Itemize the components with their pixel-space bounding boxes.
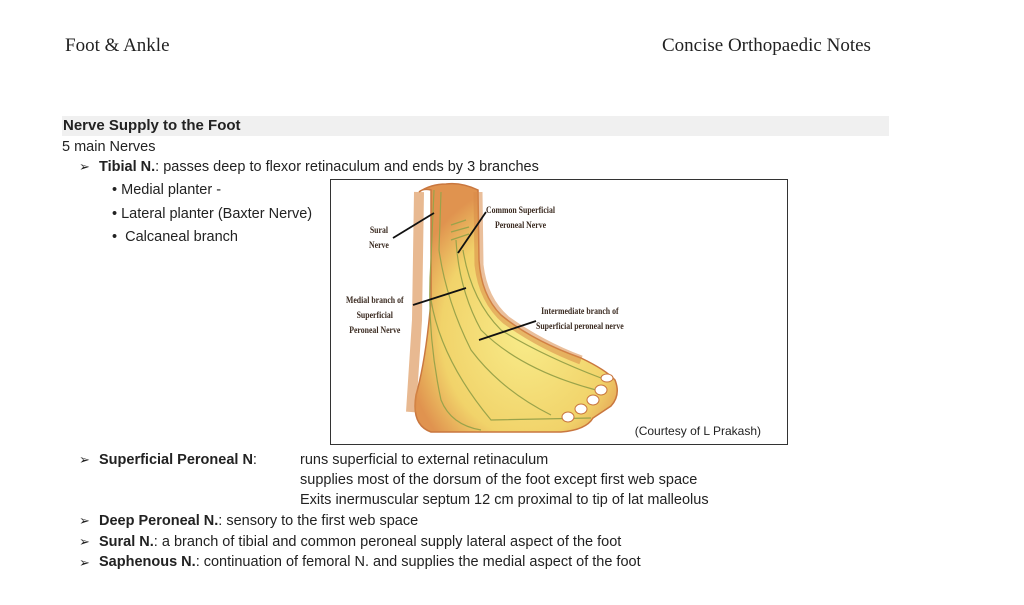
tibial-item: Tibial N.: passes deep to flexor retinac… [99, 158, 539, 176]
figure-caption: (Courtesy of L Prakash) [634, 424, 761, 438]
branch-item: • Calcaneal branch [112, 228, 238, 246]
superficial-line: runs superficial to external retinaculum [300, 452, 549, 468]
sural-item: Sural N.: a branch of tibial and common … [99, 534, 622, 550]
arrow-bullet-icon: ➢ [79, 555, 90, 570]
dot-bullet-icon: • [112, 182, 118, 198]
saphenous-item: Saphenous N.: continuation of femoral N.… [99, 554, 641, 570]
tibial-text: : passes deep to flexor retinaculum and … [155, 159, 539, 175]
header-left: Foot & Ankle [65, 35, 170, 56]
superficial-peroneal-name: Superficial Peroneal N: [99, 452, 257, 468]
deep-peroneal-item: Deep Peroneal N.: sensory to the first w… [99, 513, 419, 529]
arrow-bullet-icon: ➢ [79, 534, 90, 549]
arrow-bullet-icon: ➢ [79, 513, 90, 528]
branch-label: Medial planter - [121, 182, 222, 198]
foot-illustration [392, 182, 618, 433]
superficial-line: Exits inermuscular septum 12 cm proximal… [300, 492, 709, 508]
branch-item: • Medial planter - [112, 181, 221, 199]
branch-item: • Lateral planter (Baxter Nerve) [112, 205, 312, 223]
branch-label: Calcaneal branch [125, 229, 238, 245]
dot-bullet-icon: • [112, 229, 118, 245]
branch-label: Lateral planter (Baxter Nerve) [121, 206, 313, 222]
arrow-bullet-icon: ➢ [79, 159, 90, 174]
dot-bullet-icon: • [112, 206, 118, 222]
header-right: Concise Orthopaedic Notes [662, 35, 871, 56]
superficial-line: supplies most of the dorsum of the foot … [300, 472, 698, 488]
intro-text: 5 main Nerves [62, 139, 156, 155]
tibial-name: Tibial N. [99, 159, 156, 175]
arrow-bullet-icon: ➢ [79, 452, 90, 467]
section-title: Nerve Supply to the Foot [62, 116, 889, 136]
